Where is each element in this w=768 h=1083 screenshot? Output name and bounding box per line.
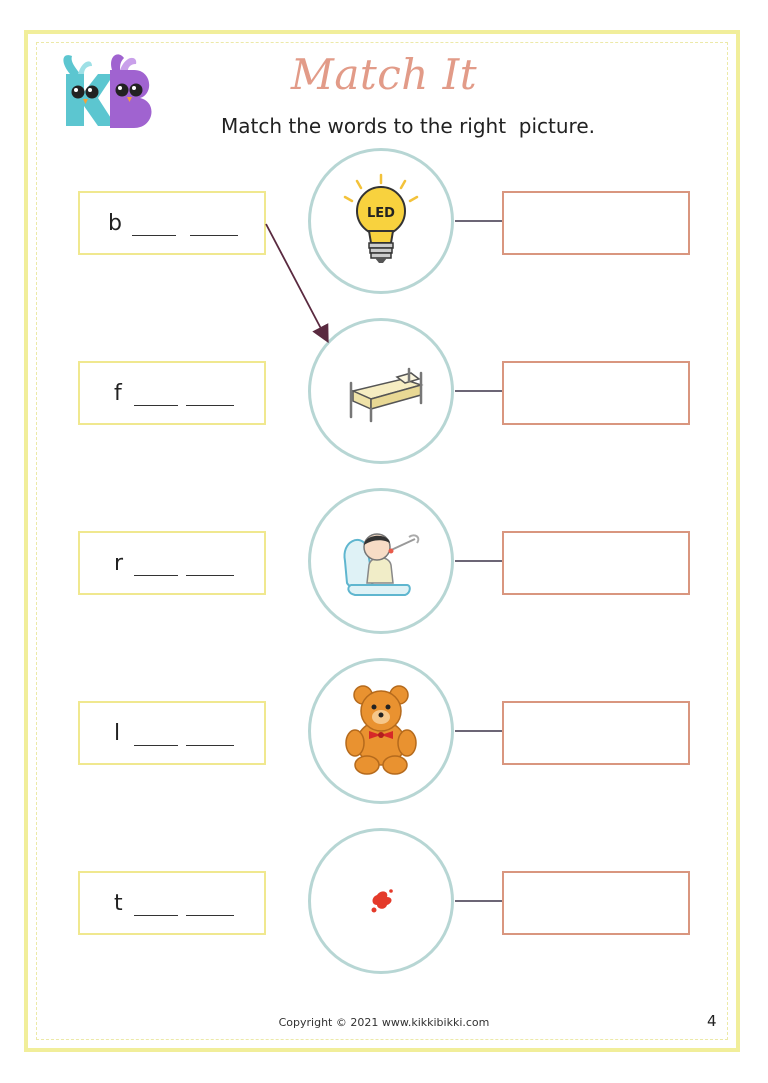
picture-circle-2[interactable]	[308, 318, 454, 464]
word-letter: b	[108, 211, 122, 236]
word-letter: f	[114, 381, 122, 406]
teddy-bear-icon	[345, 685, 417, 775]
answer-box-2[interactable]	[502, 361, 690, 425]
picture-circle-1[interactable]: LED	[308, 148, 454, 294]
letter-blank	[186, 575, 234, 576]
connector-line-2	[455, 390, 503, 392]
letter-blank	[186, 915, 234, 916]
worksheet-instruction: Match the words to the right picture.	[220, 114, 596, 138]
word-box-3[interactable]: r	[78, 531, 266, 595]
answer-box-1[interactable]	[502, 191, 690, 255]
kb-logo	[63, 54, 152, 128]
connector-line-3	[455, 560, 503, 562]
picture-circle-5[interactable]	[308, 828, 454, 974]
page-border-outer	[24, 30, 740, 1052]
page-border-inner	[36, 42, 728, 1040]
picture-circle-4[interactable]	[308, 658, 454, 804]
word-box-1[interactable]: b	[78, 191, 266, 255]
connector-line-5	[455, 900, 503, 902]
word-letter: r	[114, 551, 124, 576]
copyright-text: Copyright © 2021 www.kikkibikki.com	[278, 1016, 490, 1029]
led-bulb-icon: LED	[343, 173, 419, 263]
connector-line-1	[455, 220, 503, 222]
letter-blank	[186, 745, 234, 746]
baby-eating-icon	[343, 533, 420, 596]
answer-box-3[interactable]	[502, 531, 690, 595]
letter-blank	[134, 915, 178, 916]
word-box-4[interactable]: l	[78, 701, 266, 765]
picture-circle-3[interactable]	[308, 488, 454, 634]
letter-blank	[134, 745, 178, 746]
letter-blank	[186, 405, 234, 406]
letter-blank	[134, 575, 178, 576]
connector-line-4	[455, 730, 503, 732]
page-number: 4	[707, 1012, 717, 1030]
letter-blank	[190, 235, 238, 236]
letter-blank	[132, 235, 176, 236]
paint-splash-icon	[371, 889, 393, 913]
worksheet-title: Match It	[290, 50, 478, 99]
word-letter: l	[114, 721, 121, 746]
led-label: LED	[367, 206, 395, 221]
bed-icon	[349, 367, 424, 423]
word-box-5[interactable]: t	[78, 871, 266, 935]
word-letter: t	[114, 891, 123, 916]
answer-box-4[interactable]	[502, 701, 690, 765]
letter-blank	[134, 405, 178, 406]
word-box-2[interactable]: f	[78, 361, 266, 425]
answer-box-5[interactable]	[502, 871, 690, 935]
